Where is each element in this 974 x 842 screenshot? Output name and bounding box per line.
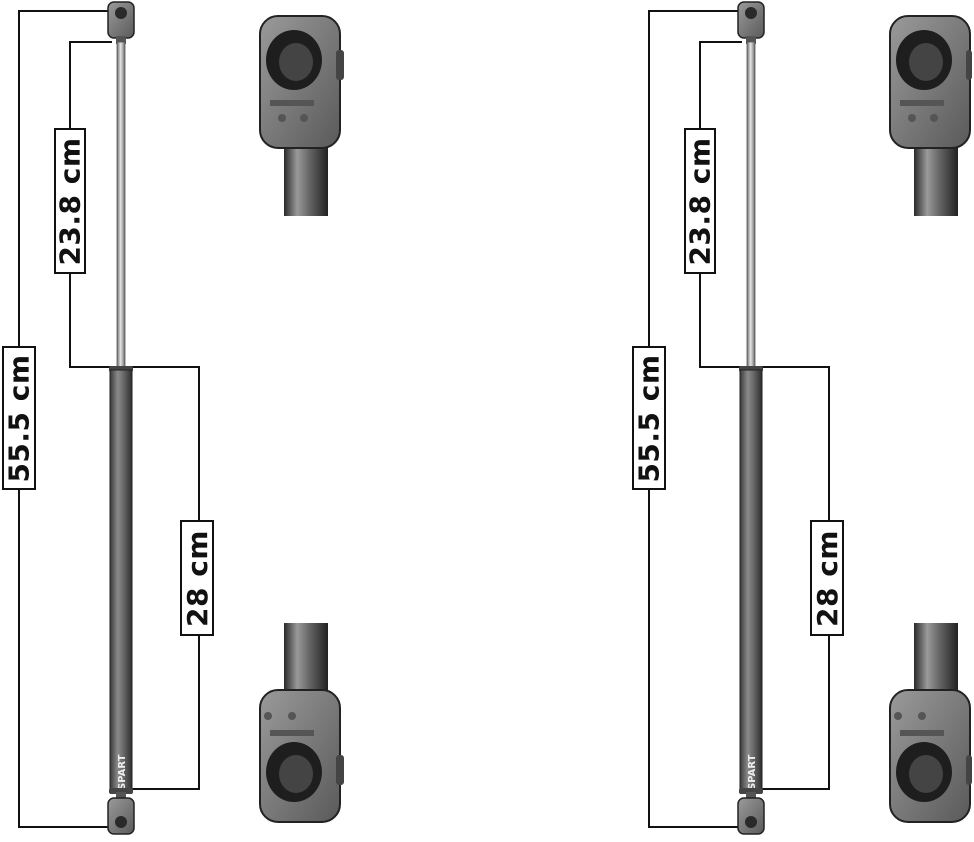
body-length-text: 28 cm [180, 529, 214, 627]
body-length-label: 28 cm [180, 520, 214, 636]
bottom-end-fitting [107, 792, 135, 835]
top-end-fitting [737, 1, 765, 44]
total-length-label: 55.5 cm [2, 346, 36, 490]
dimension-lines [18, 10, 200, 828]
body-length-label: 28 cm [810, 520, 844, 636]
total-length-text: 55.5 cm [632, 353, 666, 483]
detail-top-fitting [889, 15, 972, 216]
cylinder-body: SPART [739, 366, 763, 794]
rod-length-label: 23.8 cm [53, 128, 87, 274]
rod-length-text: 23.8 cm [683, 136, 717, 266]
brand-label: SPART [747, 754, 758, 790]
strut-right: SPART [648, 1, 972, 835]
body-length-text: 28 cm [810, 529, 844, 627]
total-length-label: 55.5 cm [632, 346, 666, 490]
detail-top-fitting [259, 15, 344, 216]
total-length-text: 55.5 cm [2, 353, 36, 483]
brand-label: SPART [117, 754, 128, 790]
piston-rod [746, 41, 756, 369]
detail-bottom-fitting [889, 623, 972, 823]
piston-rod [116, 41, 126, 369]
cylinder-body: SPART [109, 366, 133, 794]
bottom-end-fitting [737, 792, 765, 835]
top-end-fitting [107, 1, 135, 44]
detail-bottom-fitting [259, 623, 344, 823]
rod-length-label: 23.8 cm [683, 128, 717, 274]
dimension-lines [648, 10, 830, 828]
rod-length-text: 23.8 cm [53, 136, 87, 266]
strut-left: SPART [18, 1, 344, 835]
